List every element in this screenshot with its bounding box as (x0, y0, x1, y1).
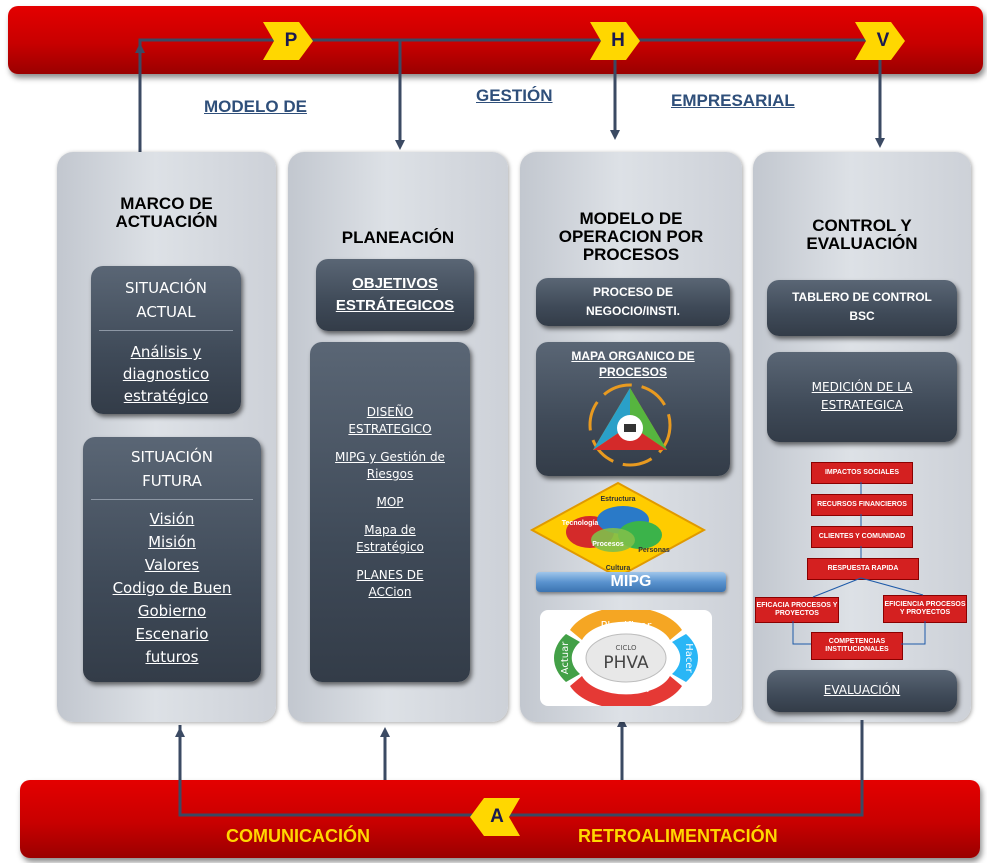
phva-left-label: Actuar (560, 641, 571, 675)
phva-right-label: Hacer (683, 643, 694, 673)
phva-top-label: Planificar (601, 619, 652, 632)
evaluacion-label: EVALUACIÓN (823, 683, 901, 697)
proceso-negocio-label: PROCESO DE NEGOCIO/INSTI. (585, 285, 680, 318)
phva-center-small: CICLO (616, 644, 637, 652)
bsc-chain-connectors (792, 482, 926, 645)
footer-retroalimentacion: RETROALIMENTACIÓN (578, 826, 778, 846)
medicion-estrategica-label: MEDICIÓN DE LA ESTRATEGICA (811, 380, 913, 412)
column-title-planeacion: PLANEACIÓN (341, 228, 455, 247)
bsc-competencias-institucionales: COMPETENCIAS INSTITUCIONALES (811, 632, 903, 660)
phva-cycle: Planificar Hacer Verificar Actuar CICLO … (540, 606, 712, 710)
planeacion-item-3: Mapa de Estratégico (356, 523, 424, 554)
situacion-futura-divider (91, 499, 253, 500)
situacion-futura-item-6: futuros (145, 648, 199, 666)
mipg-bar: MIPG (536, 572, 726, 592)
heading-empresarial: EMPRESARIAL (671, 91, 795, 110)
box-situacion-actual: SITUACIÓN ACTUAL Análisis y diagnostico … (91, 266, 241, 414)
phva-center: PHVA (603, 653, 649, 673)
mapa-organico-label: MAPA ORGANICO DE PROCESOS (571, 349, 695, 379)
column-title-marco: MARCO DE ACTUACIÓN (115, 194, 218, 231)
bsc-respuesta-rapida: RESPUESTA RAPIDA (807, 558, 919, 580)
tablero-control-label: TABLERO DE CONTROL BSC (792, 290, 932, 323)
bsc-recursos-financieros: RECURSOS FINANCIEROS (811, 494, 913, 516)
situacion-actual-divider (99, 330, 233, 331)
box-medicion-estrategica: MEDICIÓN DE LA ESTRATEGICA (767, 352, 957, 442)
diamond-label-cultura: Cultura (606, 565, 631, 572)
column-title-control: CONTROL Y EVALUACIÓN (806, 216, 918, 253)
process-map-graphic (588, 383, 672, 467)
mipg-label: MIPG (610, 573, 652, 590)
marker-a-label: A (490, 806, 504, 827)
bsc-impactos-sociales: IMPACTOS SOCIALES (811, 462, 913, 484)
situacion-futura-item-2: Valores (144, 556, 200, 574)
box-proceso-negocio: PROCESO DE NEGOCIO/INSTI. (536, 278, 730, 326)
box-objetivos-estrategicos: OBJETIVOS ESTRÁTEGICOS (316, 259, 474, 331)
planeacion-item-4: PLANES DE ACCion (356, 568, 424, 599)
phva-graphic: Planificar Hacer Verificar Actuar CICLO … (554, 606, 698, 710)
box-planeacion-items: DISEÑO ESTRATEGICO MIPG y Gestión de Rie… (310, 342, 470, 682)
box-evaluacion: EVALUACIÓN (767, 670, 957, 712)
column-planeacion: PLANEACIÓN OBJETIVOS ESTRÁTEGICOS DISEÑO… (288, 152, 508, 722)
objetivos-estrategicos-label: OBJETIVOS ESTRÁTEGICOS (335, 275, 455, 314)
marker-h-label: H (611, 30, 625, 51)
column-control-evaluacion: CONTROL Y EVALUACIÓN TABLERO DE CONTROL … (753, 152, 971, 722)
diamond-label-estructura: Estructura (600, 496, 635, 503)
diamond-label-tecnologia: Tecnología (562, 520, 599, 527)
situacion-futura-item-5: Escenario (135, 625, 209, 643)
situacion-actual-heading: SITUACIÓN ACTUAL (124, 279, 207, 321)
column-marco-actuacion: MARCO DE ACTUACIÓN SITUACIÓN ACTUAL Anál… (57, 152, 276, 722)
situacion-actual-body: Análisis y diagnostico estratégico (122, 343, 210, 405)
situacion-futura-item-3: Codigo de Buen (112, 579, 232, 597)
heading-gestion: GESTIÓN (476, 86, 553, 105)
footer-comunicacion: COMUNICACIÓN (226, 826, 370, 846)
planeacion-item-1: MIPG y Gestión de Riesgos (335, 450, 445, 481)
box-tablero-control: TABLERO DE CONTROL BSC (767, 280, 957, 336)
column-modelo-operacion: MODELO DE OPERACION POR PROCESOS PROCESO… (520, 152, 742, 722)
marker-v-label: V (876, 30, 890, 51)
column-title-procesos: MODELO DE OPERACION POR PROCESOS (558, 209, 704, 264)
box-situacion-futura: SITUACIÓN FUTURA Visión Misión Valores C… (83, 437, 261, 682)
situacion-futura-item-4: Gobierno (137, 602, 207, 620)
planeacion-item-2: MOP (376, 495, 404, 509)
bsc-eficacia-procesos: EFICACIA PROCESOS Y PROYECTOS (755, 597, 839, 623)
heading-modelo-de: MODELO DE (204, 97, 307, 116)
situacion-futura-item-1: Misión (148, 533, 196, 551)
phva-bottom-label: Verificar (603, 681, 649, 694)
diamond-label-personas: Personas (638, 547, 670, 554)
situacion-futura-heading: SITUACIÓN FUTURA (130, 448, 213, 490)
marker-p-label: P (284, 30, 298, 51)
situacion-futura-item-0: Visión (149, 510, 195, 528)
diamond-graphic: Estructura Tecnología Procesos Personas … (529, 481, 707, 579)
bsc-clientes-comunidad: CLIENTES Y COMUNIDAD (811, 526, 913, 548)
planeacion-item-0: DISEÑO ESTRATEGICO (348, 405, 432, 436)
diamond-label-procesos: Procesos (592, 541, 624, 548)
